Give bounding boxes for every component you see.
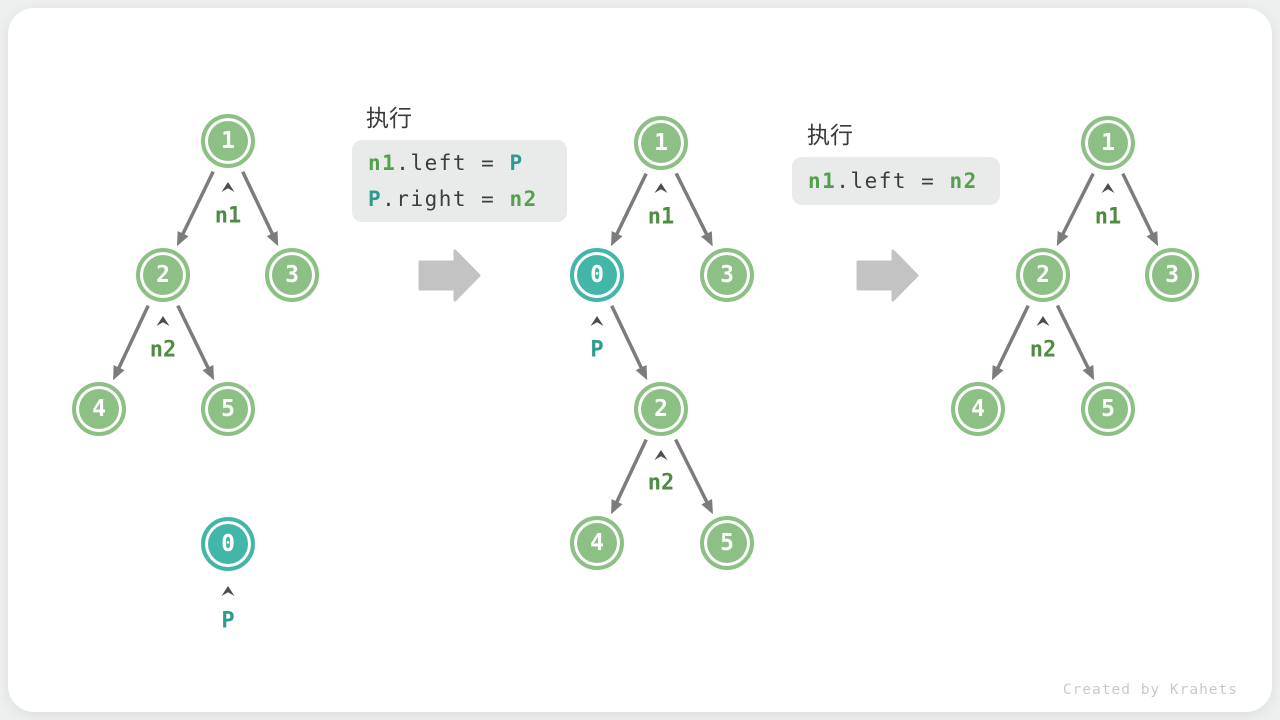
tree-node: 4 [951, 382, 1005, 436]
pointer-label-p: P [221, 608, 235, 634]
tree-node: 1 [201, 114, 255, 168]
pointer-caret-icon [221, 586, 235, 596]
code-text: .left = [396, 151, 510, 175]
code-line: P.right = n2 [368, 181, 551, 217]
code-block: n1.left = n2 [792, 157, 1000, 205]
code-line: n1.left = n2 [808, 163, 984, 199]
code-block: n1.left = P P.right = n2 [352, 140, 567, 222]
code-keyword: n2 [949, 169, 978, 193]
pointer-caret-icon [156, 316, 170, 326]
credit-text: Created by Krahets [1062, 682, 1238, 698]
exec-title: 执行 [807, 123, 853, 149]
pointer-label-n1: n1 [1094, 204, 1122, 230]
tree-node: 5 [700, 516, 754, 570]
code-keyword: P [509, 151, 524, 175]
code-text: .right = [382, 187, 510, 211]
tree-node: 2 [136, 248, 190, 302]
pointer-caret-icon [1036, 316, 1050, 326]
tree-node: 4 [72, 382, 126, 436]
tree-node: 1 [1081, 116, 1135, 170]
code-text: .left = [836, 169, 950, 193]
pointer-label-n2: n2 [1029, 337, 1057, 363]
pointer-label-n1: n1 [214, 203, 242, 229]
code-keyword: P [368, 187, 383, 211]
pointer-label-n2: n2 [149, 337, 177, 363]
pointer-caret-icon [654, 450, 668, 460]
tree-node: 3 [265, 248, 319, 302]
code-keyword: n1 [368, 151, 397, 175]
tree-node-p: 0 [570, 248, 624, 302]
tree-node: 2 [1016, 248, 1070, 302]
tree-node: 3 [700, 248, 754, 302]
tree-node: 3 [1145, 248, 1199, 302]
tree-node: 4 [570, 516, 624, 570]
pointer-label-n2: n2 [647, 470, 675, 496]
pointer-caret-icon [654, 183, 668, 193]
pointer-caret-icon [221, 182, 235, 192]
tree-node: 5 [1081, 382, 1135, 436]
pointer-label-n1: n1 [647, 204, 675, 230]
code-keyword: n1 [808, 169, 837, 193]
tree-node: 2 [634, 382, 688, 436]
pointer-caret-icon [590, 316, 604, 326]
code-line: n1.left = P [368, 145, 551, 181]
tree-node-p: 0 [201, 517, 255, 571]
exec-title: 执行 [366, 106, 412, 132]
pointer-label-p: P [590, 337, 604, 363]
code-keyword: n2 [509, 187, 538, 211]
tree-node: 5 [201, 382, 255, 436]
tree-node: 1 [634, 116, 688, 170]
pointer-caret-icon [1101, 183, 1115, 193]
